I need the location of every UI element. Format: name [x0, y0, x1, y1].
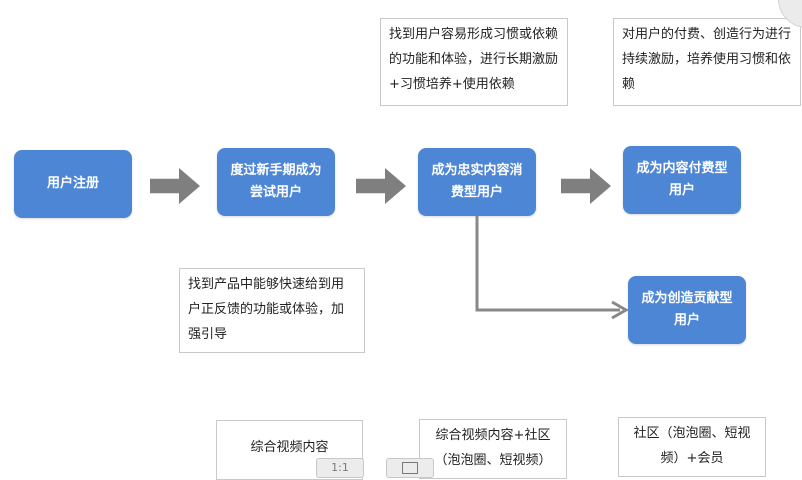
node-user-register: 用户注册 [14, 150, 132, 218]
branch-connector [475, 216, 630, 320]
note-community-membership: 社区（泡泡圈、短视频）+会员 [618, 417, 766, 477]
node-paying-user: 成为内容付费型用户 [623, 146, 741, 214]
node-contributor: 成为创造贡献型用户 [628, 276, 746, 344]
zoom-actual-size-button[interactable]: 1:1 [316, 458, 364, 478]
node-loyal-consumer: 成为忠实内容消费型用户 [418, 148, 536, 216]
fit-screen-button[interactable] [386, 458, 434, 478]
note-video-community: 综合视频内容+社区（泡泡圈、短视频） [419, 419, 567, 479]
flow-diagram: 找到用户容易形成习惯或依赖的功能和体验，进行长期激励+习惯培养+使用依赖 对用户… [14, 0, 802, 480]
node-trial-user: 度过新手期成为尝试用户 [217, 148, 335, 216]
note-positive-feedback: 找到产品中能够快速给到用户正反馈的功能或体验，加强引导 [179, 268, 365, 353]
fit-screen-icon [402, 462, 418, 474]
note-continuous-incentive: 对用户的付费、创造行为进行持续激励，培养使用习惯和依赖 [613, 18, 801, 106]
note-habit-formation: 找到用户容易形成习惯或依赖的功能和体验，进行长期激励+习惯培养+使用依赖 [380, 18, 568, 106]
